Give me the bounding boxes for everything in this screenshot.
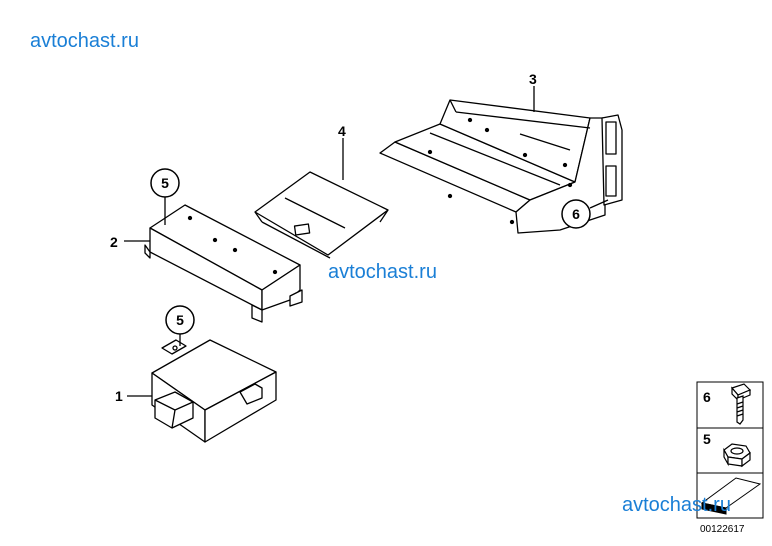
part-2-holder [144,204,303,323]
callout-5-unit: 5 [165,305,195,335]
callout-1: 1 [115,388,123,404]
legend-number-6: 6 [703,389,711,405]
watermark-top-left: avtochast.ru [30,30,139,52]
callout-6-bracket: 6 [561,199,591,229]
part-4-plate [254,171,389,259]
part-3-bracket [379,99,623,234]
bolt-icon [730,383,752,425]
svg-text:5: 5 [161,175,169,191]
callout-3: 3 [529,71,537,87]
callout-5-holder: 5 [150,168,180,198]
legend-number-5: 5 [703,431,711,447]
parts-legend: 6 5 [696,381,764,519]
watermark-center: avtochast.ru [328,261,437,283]
part-1-control-unit [151,339,277,443]
svg-text:5: 5 [176,312,184,328]
watermark-bottom-right: avtochast.ru [622,494,731,516]
svg-text:6: 6 [572,206,580,222]
callout-2: 2 [110,234,118,250]
diagram-number: 00122617 [700,524,745,535]
nut-icon [723,443,751,468]
callout-4: 4 [338,123,346,139]
hint-arrow-icon [700,477,762,515]
